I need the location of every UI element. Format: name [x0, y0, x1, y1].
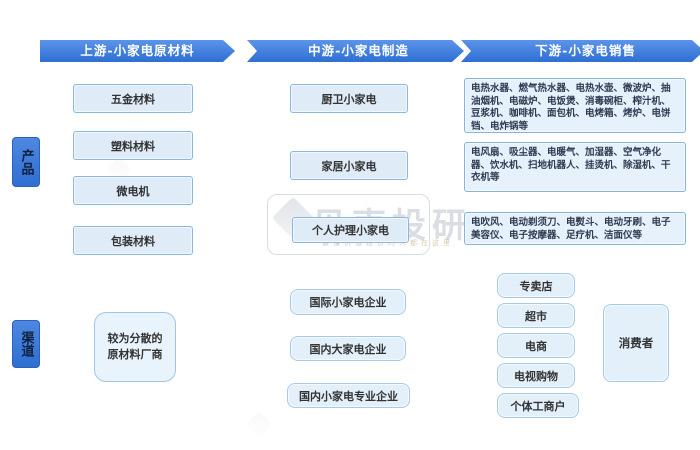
midstream-channel-box: 国内大家电企业 [290, 336, 406, 361]
downstream-product-list-personal-care: 电吹风、电动剃须刀、电熨斗、电动牙刷、电子美容仪、电子按摩器、足疗机、洁面仪等 [464, 212, 686, 245]
consumer-box: 消费者 [603, 304, 669, 382]
midstream-product-box: 家居小家电 [290, 151, 408, 180]
upstream-channel-line1: 较为分散的 [107, 332, 163, 345]
upstream-channel-box: 较为分散的 原材料厂商 [94, 312, 176, 382]
downstream-channel-box: 电商 [497, 333, 575, 358]
row-label-products: 产品 [12, 137, 40, 187]
downstream-channel-box: 个体工商户 [497, 393, 579, 418]
banner-midstream: 中游-小家电制造 [247, 40, 464, 62]
row-label-channels-text: 渠道 [18, 331, 34, 357]
row-label-products-text: 产品 [18, 149, 34, 175]
midstream-personal-care-container [267, 194, 430, 255]
downstream-channel-box: 电视购物 [497, 363, 575, 388]
midstream-product-box: 个人护理小家电 [292, 217, 409, 243]
upstream-product-box: 微电机 [73, 176, 193, 205]
downstream-channel-box: 超市 [497, 303, 575, 328]
downstream-channel-box: 专卖店 [497, 273, 575, 298]
upstream-product-box: 包装材料 [73, 226, 193, 255]
downstream-product-list-home: 电风扇、吸尘器、电暖气、加湿器、空气净化器、饮水机、扫地机器人、挂烫机、除湿机、… [464, 142, 686, 192]
banner-downstream: 下游-小家电销售 [461, 40, 700, 62]
watermark-diamond-icon [246, 411, 272, 437]
row-label-channels: 渠道 [12, 320, 40, 368]
midstream-channel-box: 国内小家电专业企业 [287, 383, 410, 408]
midstream-product-box: 厨卫小家电 [290, 84, 408, 113]
midstream-channel-box: 国际小家电企业 [290, 289, 406, 315]
downstream-product-list-kitchen: 电热水器、燃气热水器、电热水壶、微波炉、抽油烟机、电磁炉、电饭煲、消毒碗柜、榨汁… [464, 78, 686, 133]
upstream-product-box: 塑料材料 [73, 131, 193, 160]
upstream-channel-line2: 原材料厂商 [107, 348, 163, 361]
upstream-product-box: 五金材料 [73, 84, 193, 113]
banner-upstream: 上游-小家电原材料 [40, 40, 235, 62]
